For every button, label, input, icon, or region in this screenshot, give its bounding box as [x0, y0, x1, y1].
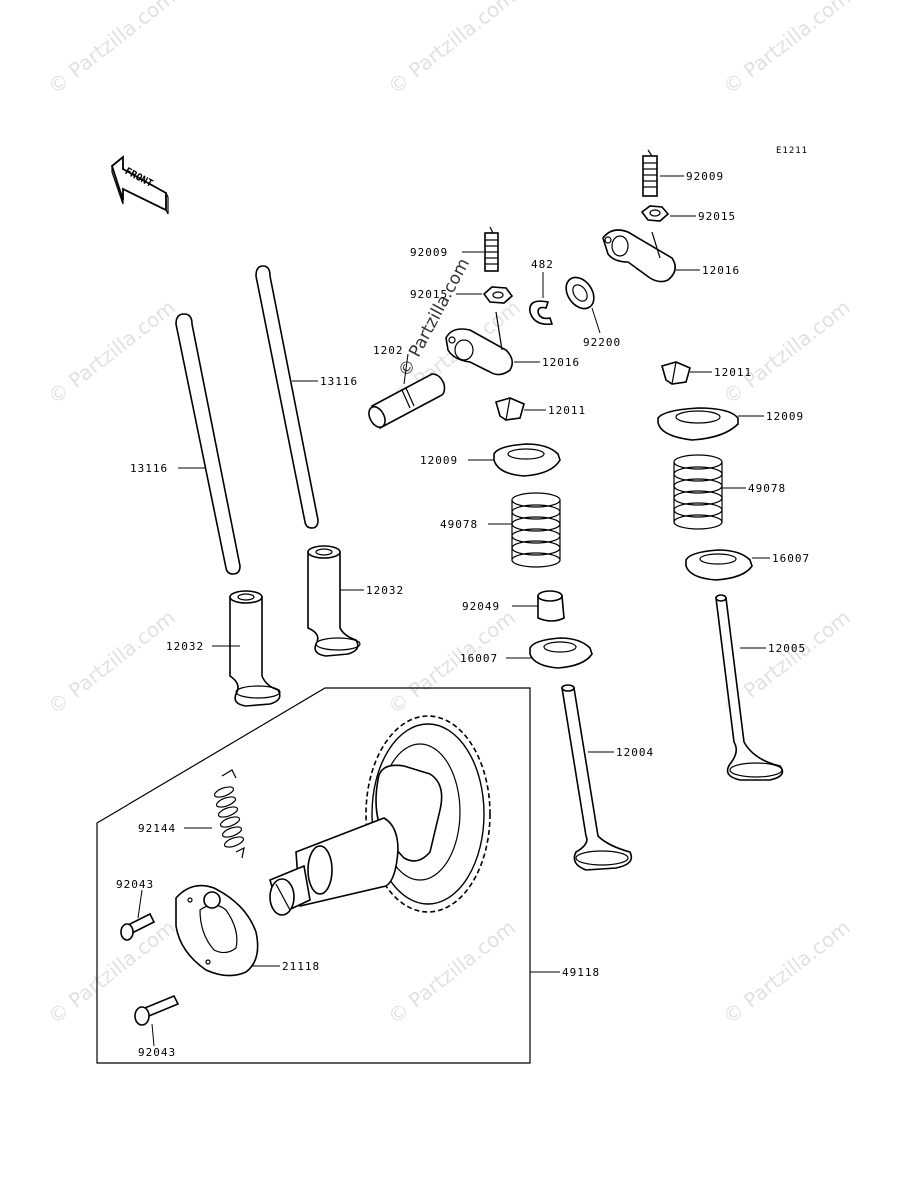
label-12004: 12004	[616, 746, 654, 759]
rocker-shaft	[368, 373, 446, 430]
push-rod-right	[255, 265, 319, 529]
watermark: © Partzilla.com	[718, 0, 854, 99]
label-12016-left: 12016	[542, 356, 580, 369]
label-92009-left: 92009	[410, 246, 448, 259]
camshaft-assembly-box	[96, 687, 531, 1064]
label-92009-right: 92009	[686, 170, 724, 183]
watermark: © Partzilla.com	[43, 295, 179, 409]
watermark: © Partzilla.com	[383, 915, 519, 1029]
valve-spring-left	[511, 492, 561, 568]
bolt-92043-bottom	[134, 994, 180, 1026]
valve-keeper-left	[495, 397, 525, 421]
label-49078-left: 49078	[440, 518, 478, 531]
label-16007-right: 16007	[772, 552, 810, 565]
rocker-arm-left	[445, 311, 514, 376]
valve-keeper-right	[661, 361, 691, 385]
adjuster-screw-right	[642, 149, 658, 197]
label-12005: 12005	[768, 642, 806, 655]
watermark: © Partzilla.com	[718, 295, 854, 409]
tappet-left	[229, 590, 281, 707]
label-482: 482	[531, 258, 554, 271]
label-12032-right: 12032	[366, 584, 404, 597]
label-13116-right: 13116	[320, 375, 358, 388]
label-92043-top: 92043	[116, 878, 154, 891]
watermark: © Partzilla.com	[383, 0, 519, 99]
valve-spring-right	[673, 454, 723, 530]
spring-retainer-right	[657, 407, 739, 441]
label-92015-right: 92015	[698, 210, 736, 223]
label-16007-left: 16007	[460, 652, 498, 665]
front-arrow: FRONT	[110, 155, 169, 215]
watermark: © Partzilla.com	[383, 605, 519, 719]
label-12032-left: 12032	[166, 640, 204, 653]
spring-seat-right	[685, 549, 753, 581]
valve-intake	[561, 684, 633, 871]
label-12009-right: 12009	[766, 410, 804, 423]
spring-92144	[213, 769, 245, 859]
valve-exhaust	[715, 594, 784, 781]
adjuster-screw-left	[484, 226, 499, 272]
nut-left	[482, 286, 514, 304]
rocker-arm-right	[602, 229, 676, 283]
label-12011-right: 12011	[714, 366, 752, 379]
label-92049: 92049	[462, 600, 500, 613]
valve-seal	[537, 590, 565, 622]
tappet-right	[307, 545, 361, 657]
label-1202x: 1202	[373, 344, 404, 357]
label-92144: 92144	[138, 822, 176, 835]
diagram-code: E1211	[776, 146, 808, 156]
label-12009-left: 12009	[420, 454, 458, 467]
watermark: © Partzilla.com	[43, 605, 179, 719]
label-12011-left: 12011	[548, 404, 586, 417]
push-rod-left	[175, 313, 241, 575]
watermark: © Partzilla.com	[718, 915, 854, 1029]
spring-seat-left	[529, 637, 593, 669]
label-49118: 49118	[562, 966, 600, 979]
watermark: © Partzilla.com	[43, 0, 179, 99]
label-92200: 92200	[583, 336, 621, 349]
plate-21118	[175, 884, 259, 977]
label-12016-right: 12016	[702, 264, 740, 277]
bolt-92043-top	[120, 912, 156, 941]
label-49078-right: 49078	[748, 482, 786, 495]
label-92043-bottom: 92043	[138, 1046, 176, 1059]
label-92015-left: 92015	[410, 288, 448, 301]
label-21118: 21118	[282, 960, 320, 973]
washer-92200	[565, 276, 595, 310]
clip-482	[529, 300, 554, 326]
nut-right	[640, 205, 670, 222]
spring-retainer-left	[493, 443, 561, 477]
label-13116-left: 13116	[130, 462, 168, 475]
camshaft	[269, 715, 491, 916]
